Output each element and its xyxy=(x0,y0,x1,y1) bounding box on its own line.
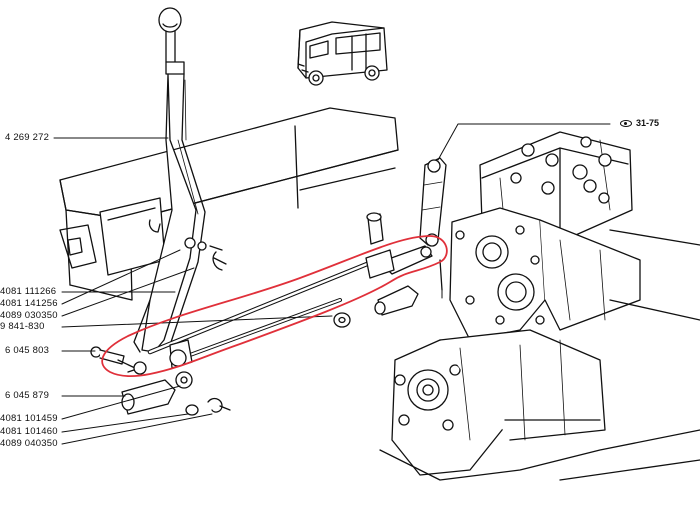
linkage-rod xyxy=(147,245,443,355)
part-number-label: 6 045 879 xyxy=(5,390,50,401)
van-thumbnail xyxy=(297,21,388,86)
part-number-label: 4081 111266 xyxy=(0,286,57,297)
part-number-label: 4081 101460 xyxy=(0,426,58,437)
reference-code: 31-75 xyxy=(636,118,660,128)
part-number-label: 9 841-830 xyxy=(0,321,45,332)
part-number-label: 6 045 803 xyxy=(5,345,50,356)
highlight-outline xyxy=(101,235,448,378)
leader-lines xyxy=(53,123,611,445)
part-number-label: 4 269 272 xyxy=(5,132,50,143)
part-number-label: 4089 040350 xyxy=(0,438,58,449)
selector-lever xyxy=(366,157,447,247)
part-number-label: 4089 030350 xyxy=(0,310,58,321)
gearbox-bolts xyxy=(510,136,612,204)
lever-pin xyxy=(148,219,227,271)
lower-clevis xyxy=(121,371,231,416)
part-number-label: 4081 141256 xyxy=(0,298,58,309)
eye-icon xyxy=(620,120,632,127)
part-number-label: 4081 101459 xyxy=(0,413,58,424)
lower-housing xyxy=(379,329,700,481)
gearbox-housing xyxy=(449,131,700,341)
